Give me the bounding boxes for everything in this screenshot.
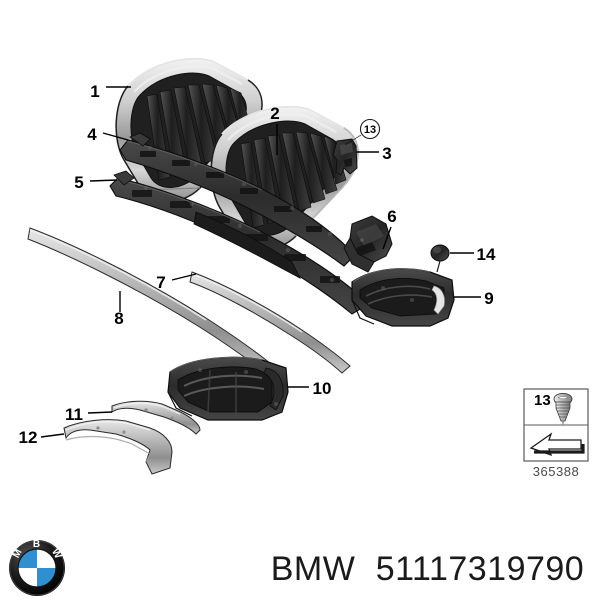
legend-box: 13 365388 <box>523 388 589 479</box>
callout-1[interactable]: 1 <box>90 82 99 101</box>
legend-caption: 365388 <box>533 464 579 479</box>
callout-6[interactable]: 6 <box>387 207 396 226</box>
part-fog-lamp-grille[interactable] <box>167 356 289 421</box>
callout-2[interactable]: 2 <box>270 104 279 123</box>
callout-7[interactable]: 7 <box>156 273 165 292</box>
legend-item-number: 13 <box>534 392 551 409</box>
callout-10[interactable]: 10 <box>313 379 332 398</box>
part-bumper-trim-strip[interactable] <box>111 400 201 435</box>
callout-labels: 1 2 3 4 5 6 7 8 9 10 11 12 13 14 <box>19 82 496 447</box>
screw-icon <box>553 392 573 427</box>
callout-leaders <box>40 86 481 438</box>
callout-4[interactable]: 4 <box>87 125 97 144</box>
part-number: 51117319790 <box>376 550 584 588</box>
part-trim-strip-short[interactable] <box>189 271 351 374</box>
callout-5[interactable]: 5 <box>74 173 83 192</box>
callout-3[interactable]: 3 <box>382 144 391 163</box>
part-air-duct[interactable] <box>343 215 393 273</box>
leader-7 <box>171 273 197 281</box>
footer-bar: B M W BMW 51117319790 <box>9 539 584 596</box>
callout-12[interactable]: 12 <box>19 428 38 447</box>
part-bumper-grille-side[interactable] <box>351 268 455 327</box>
leader-5 <box>89 179 118 182</box>
part-grille-mounting-bracket[interactable] <box>332 138 358 176</box>
bmw-logo: B M W <box>9 539 65 596</box>
callout-13-circle <box>359 118 381 140</box>
callout-9[interactable]: 9 <box>484 289 493 308</box>
leader-13 <box>344 134 362 146</box>
leader-11 <box>87 411 113 414</box>
part-grille-carrier-upper[interactable] <box>119 132 353 267</box>
callout-13[interactable]: 13 <box>364 124 376 136</box>
callout-8[interactable]: 8 <box>114 309 123 328</box>
arrow-icon <box>529 432 585 457</box>
leader-4 <box>102 132 129 141</box>
leader-6 <box>382 226 392 250</box>
part-retaining-clip[interactable] <box>430 244 450 273</box>
callout-11[interactable]: 11 <box>65 405 83 424</box>
brand-label: BMW <box>271 550 356 588</box>
bmw-logo-letter-top: B <box>33 539 40 550</box>
leader-12 <box>40 433 65 438</box>
part-bumper-trim-corner[interactable] <box>63 419 173 475</box>
callout-14[interactable]: 14 <box>477 245 496 264</box>
